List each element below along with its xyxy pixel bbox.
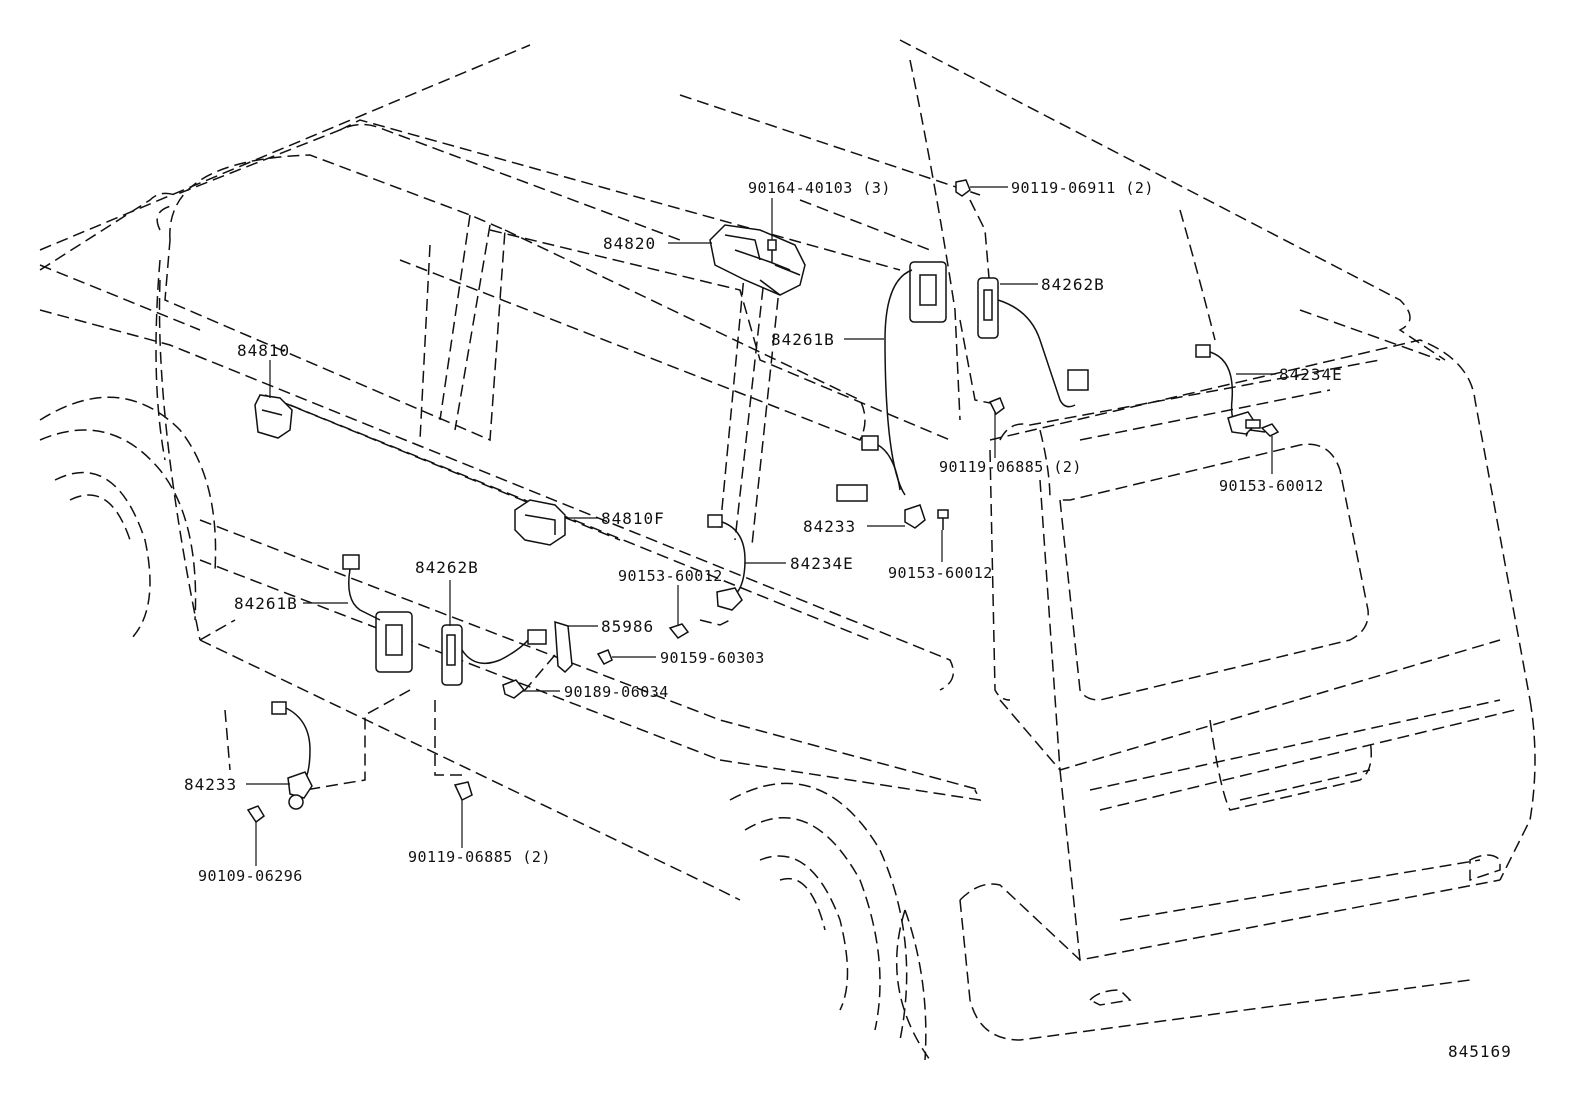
- label-84234E-right: 84234E: [1279, 365, 1343, 384]
- door-switch-84262B-left: [441, 624, 547, 686]
- power-window-switch-84810F: [514, 499, 566, 546]
- door-switch-84262B-top: [977, 277, 1089, 408]
- leader-lines: [246, 186, 1276, 866]
- drawing-number: 845169: [1448, 1042, 1512, 1061]
- power-window-master-switch-84820: [709, 224, 806, 296]
- label-90119-06911: 90119-06911 (2): [1011, 179, 1154, 197]
- label-90153-60012-right: 90153-60012: [1219, 477, 1324, 495]
- vehicle-body-outline: [39, 39, 1536, 1061]
- label-84810: 84810: [237, 341, 290, 360]
- door-courtesy-switch-84233-mid: [904, 504, 926, 529]
- label-90119-06885-mid: 90119-06885 (2): [939, 458, 1082, 476]
- door-switch-84261B-top: [836, 261, 947, 502]
- label-90164-40103: 90164-40103 (3): [748, 179, 891, 197]
- label-90119-06885-bottom: 90119-06885 (2): [408, 848, 551, 866]
- bracket-85986: [554, 620, 573, 674]
- label-84261B-top: 84261B: [771, 330, 835, 349]
- label-90189-06034: 90189-06034: [564, 683, 669, 701]
- clip-90119-06911: [955, 179, 971, 197]
- label-84261B-left: 84261B: [234, 594, 298, 613]
- part-labels: 84820 90164-40103 (3) 90119-06911 (2) 84…: [184, 179, 1512, 1061]
- clip-90119-06885-bottom: [453, 781, 473, 802]
- label-84810F: 84810F: [601, 509, 665, 528]
- clip-90189-06034: [502, 679, 526, 699]
- door-courtesy-switch-84234E-right: [1195, 344, 1261, 435]
- bolt-90153-60012-left: [668, 623, 690, 639]
- power-window-switch-84810: [254, 394, 293, 439]
- label-90109-06296: 90109-06296: [198, 867, 303, 885]
- screw-90159-60303: [596, 649, 613, 665]
- label-90159-60303: 90159-60303: [660, 649, 765, 667]
- label-84234E-mid: 84234E: [790, 554, 854, 573]
- label-90153-60012-mid: 90153-60012: [888, 564, 993, 582]
- label-84233-mid: 84233: [803, 517, 856, 536]
- bolt-90153-60012-mid: [937, 509, 949, 530]
- label-85986: 85986: [601, 617, 654, 636]
- clip-90119-06885-mid: [988, 397, 1005, 416]
- door-courtesy-switch-84233-left: [271, 701, 313, 810]
- door-switch-84261B-left: [342, 554, 413, 673]
- bolt-90153-60012-right: [1249, 423, 1280, 437]
- label-84233-left: 84233: [184, 775, 237, 794]
- label-84262B-left: 84262B: [415, 558, 479, 577]
- bolt-90109-06296: [246, 805, 265, 824]
- label-84262B-top: 84262B: [1041, 275, 1105, 294]
- label-90153-60012-left: 90153-60012: [618, 567, 723, 585]
- label-84820: 84820: [603, 234, 656, 253]
- door-courtesy-switch-84234E-mid: [707, 514, 746, 611]
